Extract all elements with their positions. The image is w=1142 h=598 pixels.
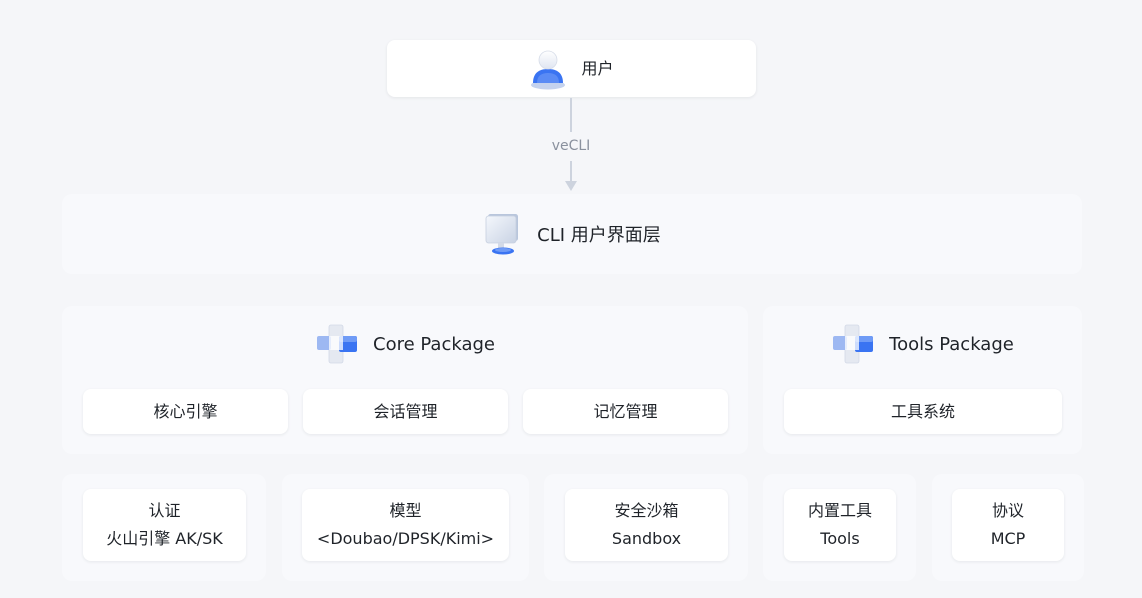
component-subtitle: Sandbox <box>611 529 682 548</box>
tools-module-label: 工具系统 <box>890 401 955 421</box>
core-module-label: 记忆管理 <box>593 401 658 421</box>
component-card: 安全沙箱 Sandbox <box>565 489 728 561</box>
component-title: 认证 <box>148 501 181 520</box>
component-card: 内置工具 Tools <box>784 489 896 561</box>
component-title: 协议 <box>991 501 1024 520</box>
component-subtitle: Tools <box>820 529 860 548</box>
component-title: 模型 <box>389 501 422 520</box>
core-package-header: Core Package <box>62 322 748 366</box>
cubes-icon <box>315 322 359 366</box>
core-module-card: 核心引擎 <box>83 389 288 434</box>
component-card: 认证 火山引擎 AK/SK <box>83 489 246 561</box>
component-title: 内置工具 <box>807 501 872 520</box>
tools-package-title: Tools Package <box>889 333 1014 355</box>
connector-line-top <box>570 98 572 132</box>
component-card: 协议 MCP <box>952 489 1064 561</box>
core-module-card: 会话管理 <box>303 389 508 434</box>
user-node: 用户 <box>387 40 756 97</box>
cubes-icon <box>831 322 875 366</box>
cli-layer-panel: CLI 用户界面层 <box>62 194 1082 274</box>
connector-label: veCLI <box>551 138 591 154</box>
component-title: 安全沙箱 <box>614 501 679 520</box>
core-package-title: Core Package <box>373 333 495 355</box>
arrow-down-icon <box>565 181 577 191</box>
component-subtitle: MCP <box>990 529 1026 548</box>
core-module-card: 记忆管理 <box>523 389 728 434</box>
tools-package-header: Tools Package <box>763 322 1082 366</box>
tools-module-card: 工具系统 <box>784 389 1062 434</box>
cli-layer-title: CLI 用户界面层 <box>537 225 661 246</box>
monitor-icon <box>483 212 523 256</box>
component-subtitle: 火山引擎 AK/SK <box>106 529 223 548</box>
component-card: 模型 <Doubao/DPSK/Kimi> <box>302 489 509 561</box>
user-avatar-icon <box>529 48 567 90</box>
component-subtitle: <Doubao/DPSK/Kimi> <box>316 529 495 548</box>
core-module-label: 会话管理 <box>373 401 438 421</box>
user-label: 用户 <box>581 58 614 78</box>
core-module-label: 核心引擎 <box>153 401 218 421</box>
connector-line-bottom <box>570 161 572 183</box>
